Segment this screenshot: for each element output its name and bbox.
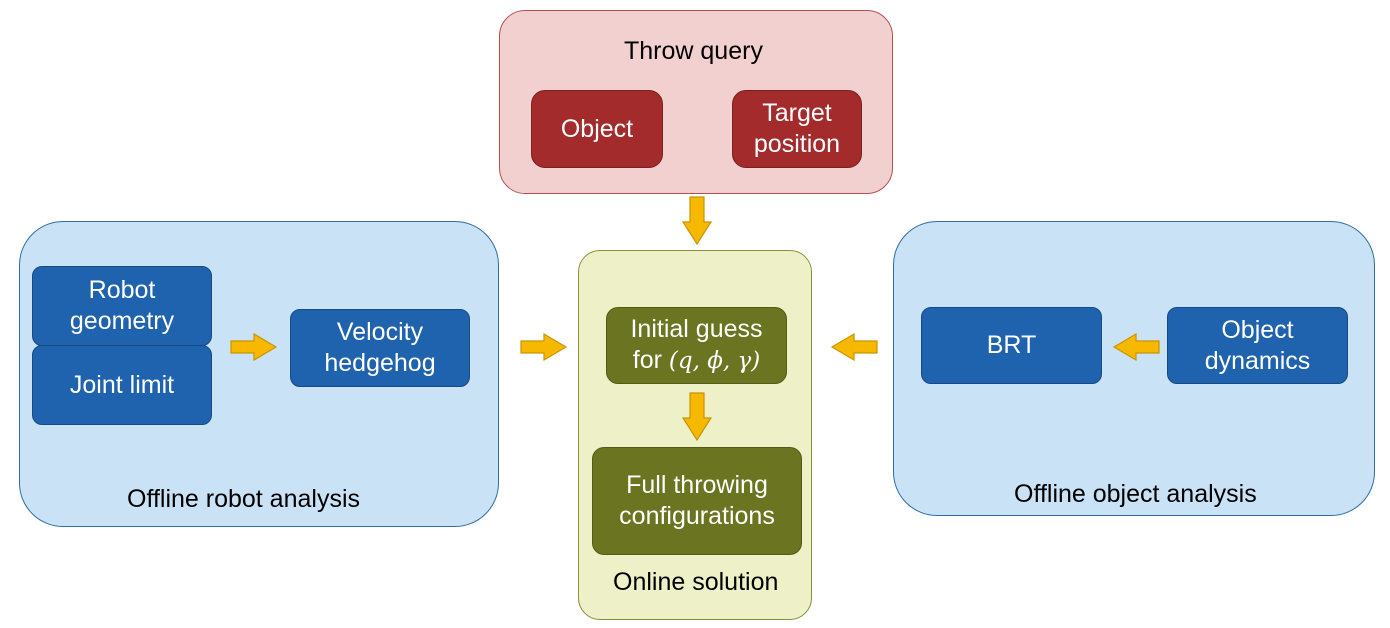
- target-position-box: Target position: [732, 90, 862, 168]
- full-throwing-line2: configurations: [619, 502, 775, 530]
- robot-analysis-caption: Offline robot analysis: [127, 485, 360, 513]
- arrow-left-object-to-online: [830, 332, 878, 362]
- arrow-down-guess-to-full: [681, 392, 713, 442]
- initial-guess-line1: Initial guess: [630, 315, 763, 343]
- velocity-hedgehog-box: Velocity hedgehog: [290, 309, 470, 387]
- initial-guess-box: Initial guess for (q, ϕ, γ): [606, 307, 787, 384]
- full-throwing-box: Full throwing configurations: [592, 447, 802, 555]
- initial-guess-line2: for (q, ϕ, γ): [633, 345, 760, 377]
- brt-box: BRT: [921, 307, 1102, 384]
- object-dynamics-line1: Object: [1221, 315, 1294, 344]
- brt-label: BRT: [986, 331, 1037, 359]
- full-throwing-line1: Full throwing: [626, 471, 768, 499]
- hedgehog-line2: hedgehog: [324, 349, 436, 377]
- joint-limit-label: Joint limit: [69, 370, 175, 399]
- arrow-down-query-to-online: [681, 196, 713, 246]
- joint-limit-box: Joint limit: [32, 345, 212, 425]
- online-solution-caption: Online solution: [613, 568, 779, 596]
- object-analysis-caption: Offline object analysis: [1014, 480, 1257, 508]
- arrow-right-robot-to-online: [520, 332, 568, 362]
- object-label: Object: [560, 114, 634, 143]
- object-dynamics-box: Object dynamics: [1167, 307, 1348, 384]
- initial-guess-math: (q, ϕ, γ): [668, 348, 761, 374]
- robot-geometry-box: Robot geometry: [32, 266, 212, 346]
- robot-geometry-line2: geometry: [69, 307, 175, 335]
- object-box: Object: [531, 90, 663, 168]
- target-label-line2: position: [753, 130, 841, 158]
- hedgehog-line1: Velocity: [336, 318, 424, 346]
- robot-geometry-line1: Robot: [88, 276, 156, 304]
- arrow-left-dynamics-to-brt: [1112, 332, 1160, 362]
- arrow-right-joint-to-hedgehog: [230, 332, 278, 362]
- initial-guess-prefix: for: [632, 346, 662, 374]
- object-dynamics-line2: dynamics: [1204, 346, 1311, 375]
- throw-query-title: Throw query: [624, 37, 763, 65]
- target-label-line1: Target: [762, 99, 832, 127]
